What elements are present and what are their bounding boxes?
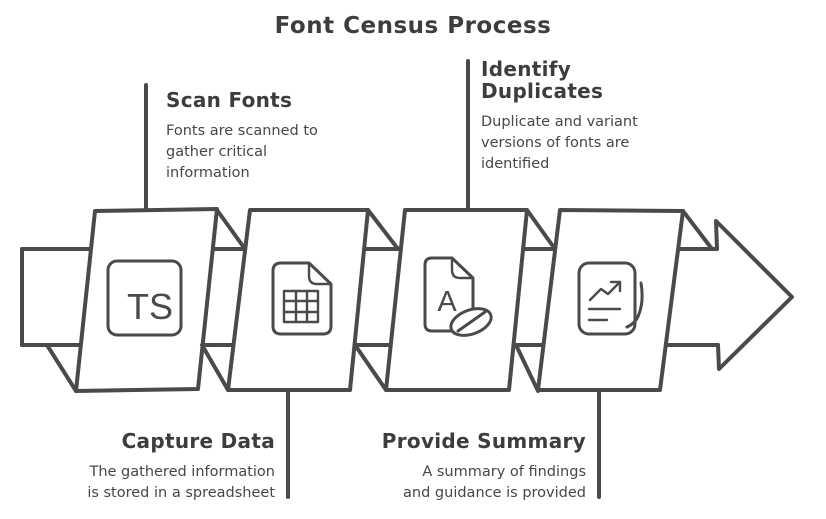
spreadsheet-grid bbox=[282, 289, 320, 324]
spreadsheet-page-fold bbox=[307, 261, 333, 286]
fold-top-4 bbox=[681, 209, 714, 251]
fold-top-3 bbox=[525, 208, 557, 251]
spreadsheet-page-outline bbox=[271, 261, 333, 336]
flow-arrowhead bbox=[714, 219, 794, 371]
step-description: A summary of findings and guidance is pr… bbox=[403, 464, 586, 501]
fold-bottom-1 bbox=[45, 343, 78, 393]
typescript-file-icon: TS bbox=[106, 259, 183, 337]
step-heading: Identify Duplicates bbox=[481, 57, 604, 103]
fold-bottom-4 bbox=[514, 343, 540, 393]
step-label-identify-duplicates: Identify Duplicates Duplicate and varian… bbox=[481, 58, 638, 175]
step-description: Fonts are scanned to gather critical inf… bbox=[166, 123, 318, 181]
report-page-outline bbox=[577, 261, 637, 336]
spreadsheet-grid-lines bbox=[282, 289, 320, 324]
trend-arrow-line bbox=[588, 281, 621, 302]
summary-report-icon bbox=[577, 261, 644, 336]
font-lens-slash bbox=[456, 310, 487, 333]
diagram-title: Font Census Process bbox=[274, 13, 552, 39]
fold-bottom-3 bbox=[353, 343, 388, 392]
step-description: Duplicate and variant versions of fonts … bbox=[481, 114, 638, 172]
step-heading: Capture Data bbox=[121, 429, 275, 453]
spreadsheet-icon bbox=[271, 261, 333, 336]
font-file-icon: A bbox=[423, 256, 493, 337]
font-letter: A bbox=[437, 286, 457, 318]
font-page-fold bbox=[450, 256, 475, 280]
fold-top-2 bbox=[366, 208, 400, 251]
report-page-curl bbox=[625, 281, 644, 329]
step-description: The gathered information is stored in a … bbox=[87, 464, 275, 501]
step-heading: Scan Fonts bbox=[166, 88, 293, 112]
fold-top-1 bbox=[215, 208, 247, 251]
ts-badge-label: TS bbox=[127, 286, 173, 327]
ts-badge-outline bbox=[106, 259, 183, 337]
step-label-provide-summary: Provide Summary A summary of findings an… bbox=[382, 430, 586, 504]
step-heading: Provide Summary bbox=[381, 429, 586, 453]
step-label-scan-fonts: Scan Fonts Fonts are scanned to gather c… bbox=[166, 89, 318, 184]
step-label-capture-data: Capture Data The gathered information is… bbox=[87, 430, 275, 504]
trend-arrow-head bbox=[609, 280, 622, 293]
report-text-lines bbox=[587, 307, 622, 322]
fold-bottom-2 bbox=[200, 343, 230, 392]
